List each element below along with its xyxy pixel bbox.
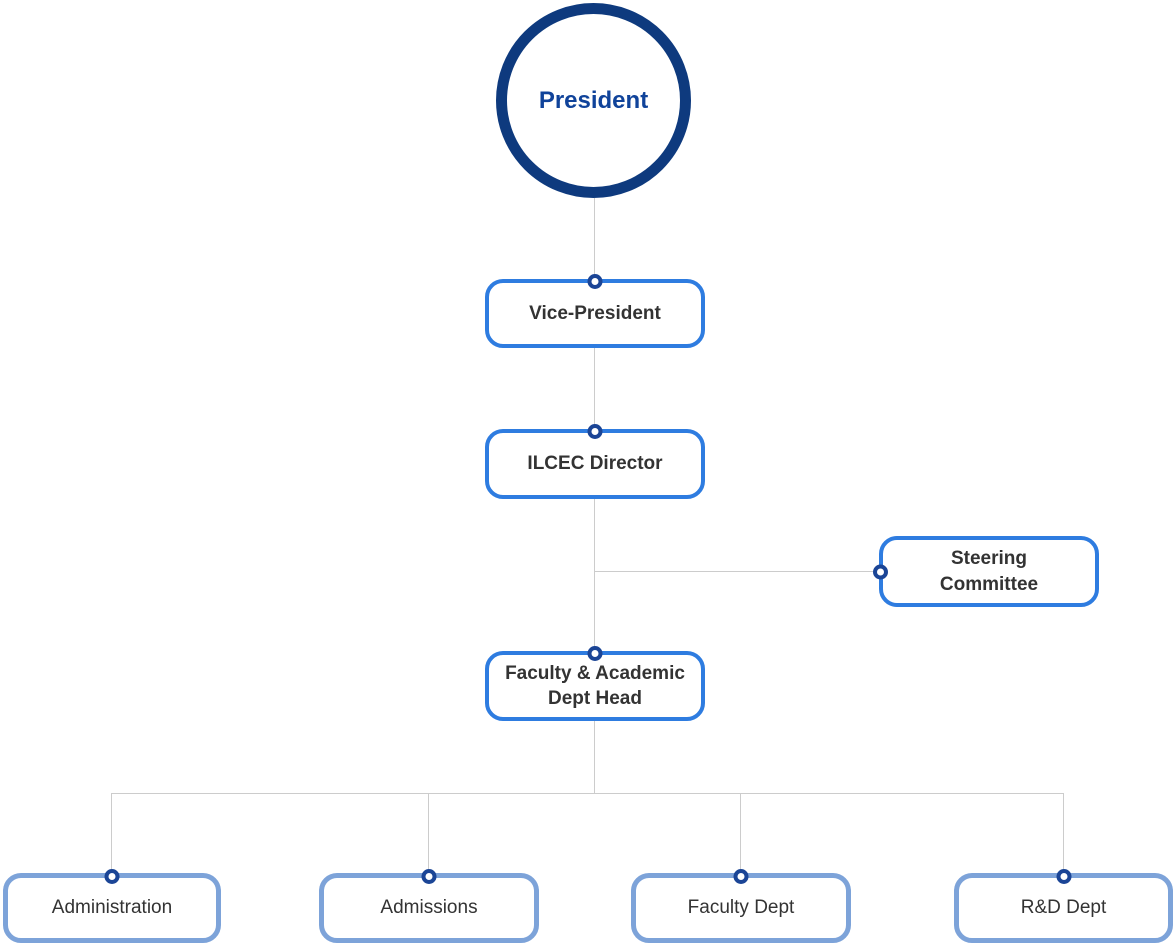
node-vice-president: Vice-President — [485, 274, 705, 348]
node-president: President — [496, 3, 691, 198]
connector-drop-administration — [111, 793, 112, 872]
node-faculty-academic-dept-head: Faculty & Academic Dept Head — [485, 646, 705, 721]
president-label: President — [538, 86, 649, 114]
node-admissions: Admissions — [319, 869, 539, 943]
connector-line-steering-branch — [594, 571, 879, 572]
connector-dot — [421, 869, 437, 884]
connector-dot — [1056, 869, 1071, 884]
node-faculty-dept: Faculty Dept — [631, 869, 851, 943]
connector-dot — [587, 424, 603, 439]
connector-line-president-vp — [594, 198, 595, 278]
connector-line-vp-director — [594, 348, 595, 427]
ilcec-director-label: ILCEC Director — [527, 453, 663, 475]
connector-dot — [587, 274, 603, 289]
connector-line-facultyhead-bus — [594, 719, 595, 794]
faculty-head-label-line1: Faculty & Academic — [505, 662, 685, 684]
rd-dept-label: R&D Dept — [1020, 897, 1107, 919]
connector-dot — [587, 646, 603, 661]
admissions-label: Admissions — [380, 897, 478, 919]
node-administration: Administration — [3, 869, 221, 943]
connector-line-director-facultyhead — [594, 499, 595, 650]
node-ilcec-director: ILCEC Director — [485, 424, 705, 499]
connector-line-bottom-bus — [111, 793, 1063, 794]
connector-drop-admissions — [428, 793, 429, 872]
connector-dot — [733, 869, 749, 884]
connector-drop-rd-dept — [1063, 793, 1064, 872]
connector-dot — [873, 564, 888, 579]
steering-committee-label-line2: Committee — [939, 573, 1039, 595]
faculty-head-label: Faculty & Academic Dept Head — [505, 661, 685, 711]
connector-dot — [104, 869, 120, 884]
node-steering-committee: Steering Committee — [873, 536, 1099, 607]
steering-committee-label-line1: Steering — [950, 548, 1028, 570]
vice-president-label: Vice-President — [529, 302, 661, 324]
faculty-dept-label: Faculty Dept — [687, 897, 795, 919]
connector-drop-faculty-dept — [740, 793, 741, 872]
steering-committee-label: Steering Committee — [940, 546, 1038, 596]
node-rd-dept: R&D Dept — [954, 869, 1173, 943]
faculty-head-label-line2: Dept Head — [548, 688, 642, 709]
administration-label: Administration — [51, 897, 173, 919]
